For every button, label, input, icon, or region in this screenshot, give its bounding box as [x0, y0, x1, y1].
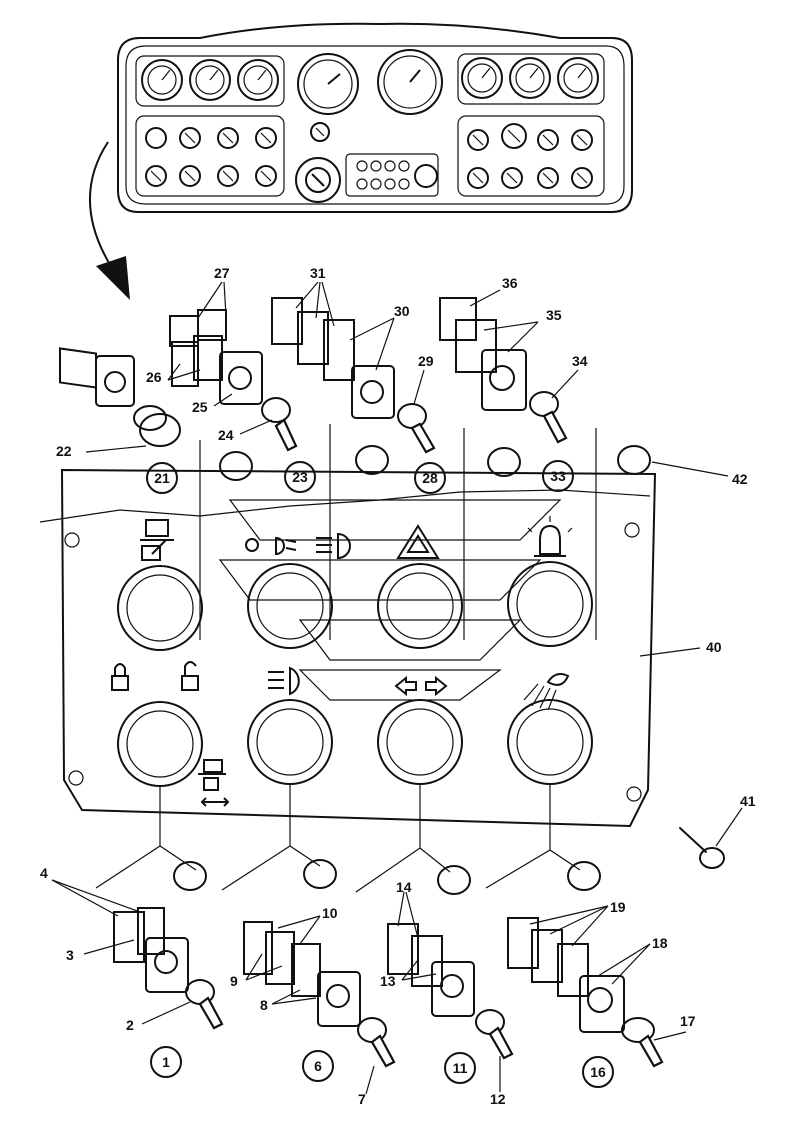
machine-shift-icon	[198, 759, 230, 807]
callout-19: 19	[610, 899, 626, 915]
svg-text:33: 33	[550, 468, 566, 484]
callout-18: 18	[652, 935, 668, 951]
headlight-icon	[268, 666, 300, 696]
turn-signal-icon	[394, 675, 448, 697]
leader-lines	[51, 281, 743, 1095]
hazard-warning-icon	[396, 524, 440, 559]
callout-2: 2	[126, 1017, 134, 1033]
callout-12: 12	[490, 1091, 506, 1107]
circled-callout-23: 23	[284, 461, 316, 493]
circled-callout-33: 33	[542, 460, 574, 492]
circled-callout-28: 28	[414, 462, 446, 494]
callout-35: 35	[546, 307, 562, 323]
callout-36: 36	[502, 275, 518, 291]
gauge-cluster-left	[135, 55, 285, 107]
beacon-icon	[527, 516, 573, 557]
switch-block-left	[135, 115, 285, 197]
svg-text:16: 16	[590, 1064, 606, 1080]
callout-14: 14	[396, 879, 412, 895]
callout-17: 17	[680, 1013, 696, 1029]
callout-13: 13	[380, 973, 396, 989]
callout-30: 30	[394, 303, 410, 319]
svg-text:11: 11	[453, 1060, 468, 1076]
circled-callout-16: 16	[582, 1056, 614, 1088]
lock-icon	[181, 661, 199, 691]
callout-24: 24	[218, 427, 234, 443]
callout-26: 26	[146, 369, 162, 385]
svg-text:1: 1	[162, 1054, 170, 1070]
circled-callout-1: 1	[150, 1046, 182, 1078]
callout-40: 40	[706, 639, 722, 655]
work-light-icon	[523, 673, 570, 711]
circled-callout-21: 21	[146, 462, 178, 494]
switch-panel-plate	[39, 468, 657, 828]
svg-text:28: 28	[422, 470, 438, 486]
callout-10: 10	[322, 905, 338, 921]
center-controls	[295, 122, 439, 203]
callout-41: 41	[740, 793, 756, 809]
unlock-icon	[111, 663, 129, 691]
callout-3: 3	[66, 947, 74, 963]
callout-labels: 22 27 26 25 24 31 30 29 36 35 34 42 40 4…	[40, 265, 756, 1107]
callout-34: 34	[572, 353, 588, 369]
circled-callout-11: 11	[444, 1052, 476, 1084]
dashboard-overview	[117, 22, 633, 213]
callout-27: 27	[214, 265, 230, 281]
callout-22: 22	[56, 443, 72, 459]
callout-9: 9	[230, 973, 238, 989]
callout-4: 4	[40, 865, 48, 881]
bottom-row-sockets	[117, 699, 593, 787]
callout-31: 31	[310, 265, 326, 281]
circled-callout-6: 6	[302, 1050, 334, 1082]
callout-8: 8	[260, 997, 268, 1013]
zoom-arrow	[89, 141, 130, 300]
callout-7: 7	[358, 1091, 366, 1107]
svg-text:21: 21	[154, 470, 170, 486]
svg-text:6: 6	[314, 1058, 322, 1074]
speedometer-gauge	[297, 53, 359, 115]
callout-29: 29	[418, 353, 434, 369]
gauge-cluster-right	[457, 53, 605, 105]
top-exploded-parts	[59, 297, 651, 640]
tachometer-gauge	[377, 49, 443, 115]
bottom-exploded-parts	[95, 784, 725, 1068]
top-row-sockets	[117, 561, 593, 651]
callout-25: 25	[192, 399, 208, 415]
machine-lift-icon	[140, 519, 174, 561]
lights-icon	[245, 532, 351, 560]
callout-42: 42	[732, 471, 748, 487]
circled-callouts: 21 23 28 33 1 6 11 16	[146, 460, 614, 1088]
switch-block-right	[457, 115, 605, 197]
svg-text:23: 23	[292, 469, 308, 485]
